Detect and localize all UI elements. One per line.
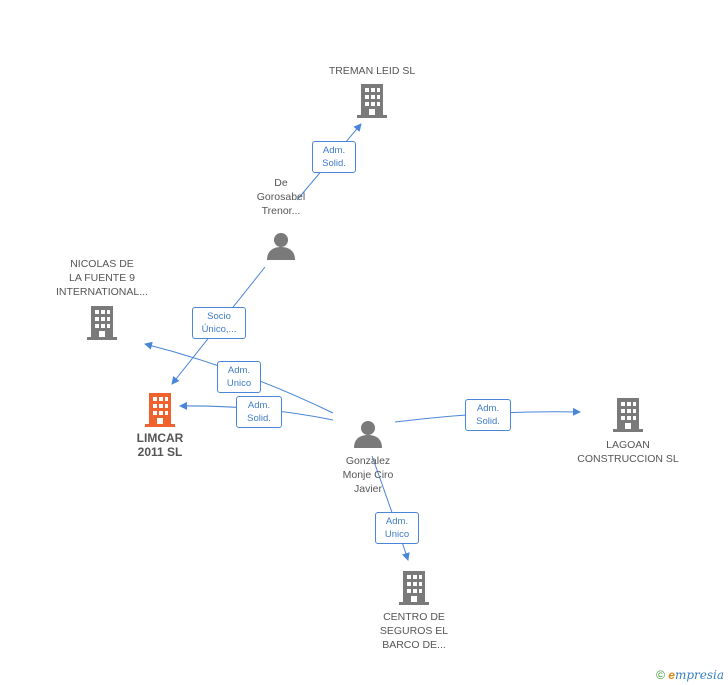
node-label: Gonzalez Monje Ciro Javier bbox=[342, 455, 394, 495]
edge-label-degorosabel-limcar[interactable]: Socio Único,... bbox=[192, 307, 246, 339]
node-label: LAGOAN CONSTRUCCION SL bbox=[577, 439, 679, 465]
edge-label-gonzalez-centro[interactable]: Adm. Unico bbox=[375, 512, 419, 544]
node-label: CENTRO DE SEGUROS EL BARCO DE... bbox=[379, 611, 449, 651]
brand-logo-text: mpresia bbox=[674, 668, 724, 682]
person-icon bbox=[353, 420, 383, 448]
edge-label-gonzalez-limcar[interactable]: Adm. Solid. bbox=[236, 396, 282, 428]
node-treman-leid[interactable]: TREMAN LEID SL bbox=[312, 64, 432, 118]
building-icon bbox=[144, 393, 176, 427]
node-label: NICOLAS DE LA FUENTE 9 INTERNATIONAL... bbox=[56, 258, 148, 298]
node-label: De Gorosabel Trenor... bbox=[256, 177, 306, 217]
edge-label-degorosabel-treman[interactable]: Adm. Solid. bbox=[312, 141, 356, 173]
node-label: LIMCAR 2011 SL bbox=[136, 431, 184, 459]
node-centro-de-seguros[interactable]: CENTRO DE SEGUROS EL BARCO DE... bbox=[364, 571, 464, 652]
building-icon bbox=[356, 84, 388, 118]
brand-logo-e: e bbox=[668, 668, 675, 682]
brand-footer: © empresia bbox=[656, 668, 724, 682]
copyright-icon: © bbox=[656, 668, 665, 682]
node-nicolas-de-la-fuente[interactable]: NICOLAS DE LA FUENTE 9 INTERNATIONAL... bbox=[42, 257, 162, 340]
node-limcar-2011[interactable]: LIMCAR 2011 SL bbox=[120, 393, 200, 459]
node-gonzalez-monje[interactable]: Gonzalez Monje Ciro Javier bbox=[323, 420, 413, 496]
building-icon bbox=[86, 306, 118, 340]
node-lagoan-construccion[interactable]: LAGOAN CONSTRUCCION SL bbox=[572, 398, 684, 466]
node-label: TREMAN LEID SL bbox=[328, 65, 416, 77]
building-icon bbox=[398, 571, 430, 605]
building-icon bbox=[612, 398, 644, 432]
node-de-gorosabel[interactable]: De Gorosabel Trenor... bbox=[238, 176, 324, 260]
person-icon bbox=[266, 232, 296, 260]
edge-label-gonzalez-lagoan[interactable]: Adm. Solid. bbox=[465, 399, 511, 431]
edge-label-gonzalez-nicolas[interactable]: Adm. Unico bbox=[217, 361, 261, 393]
